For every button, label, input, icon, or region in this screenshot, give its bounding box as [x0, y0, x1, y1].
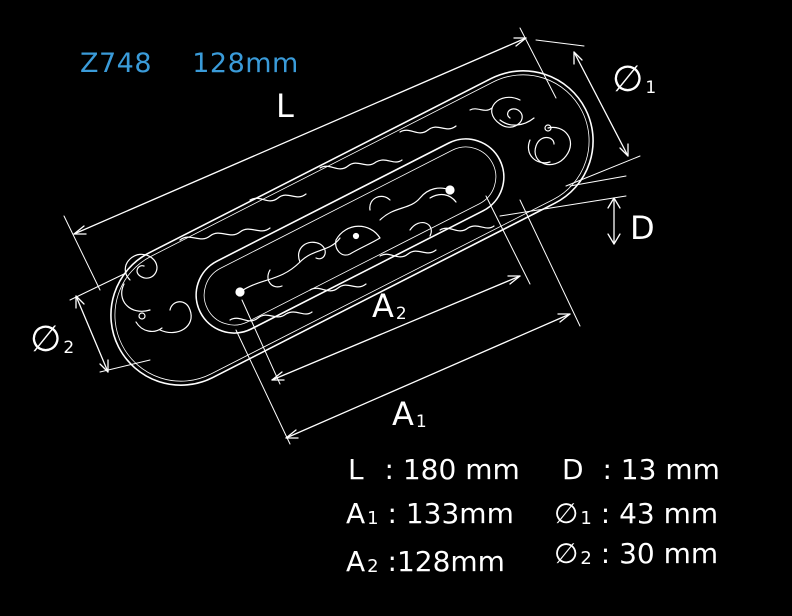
model-size: 128mm: [192, 48, 299, 79]
diameter-icon: ∅: [612, 59, 644, 100]
diameter-icon: ∅: [554, 537, 579, 570]
dimension-A1: [235, 199, 581, 445]
dimension-A2: [241, 195, 531, 385]
spec-D: D : 13 mm: [562, 453, 720, 486]
dimension-D: [499, 175, 627, 245]
label-phi2: ∅2: [30, 319, 75, 360]
label-D: D: [630, 209, 655, 247]
diameter-icon: ∅: [554, 497, 579, 530]
spec-phi2: ∅2 : 30 mm: [554, 537, 719, 570]
spec-phi1: ∅1 : 43 mm: [554, 497, 719, 530]
ornament-filigree: [121, 96, 572, 334]
dimension-phi1: [535, 39, 641, 187]
diameter-icon: ∅: [30, 319, 62, 360]
label-L: L: [276, 87, 294, 125]
model-number: Z748: [80, 48, 153, 79]
handle-outline: [110, 70, 594, 386]
dimension-L: [63, 27, 557, 291]
label-phi1: ∅1: [612, 59, 657, 100]
model-title: Z748 128mm: [80, 48, 299, 79]
handle-recess: [195, 138, 505, 334]
dimension-phi2: [69, 273, 151, 373]
spec-L: L : 180 mm: [348, 453, 520, 486]
